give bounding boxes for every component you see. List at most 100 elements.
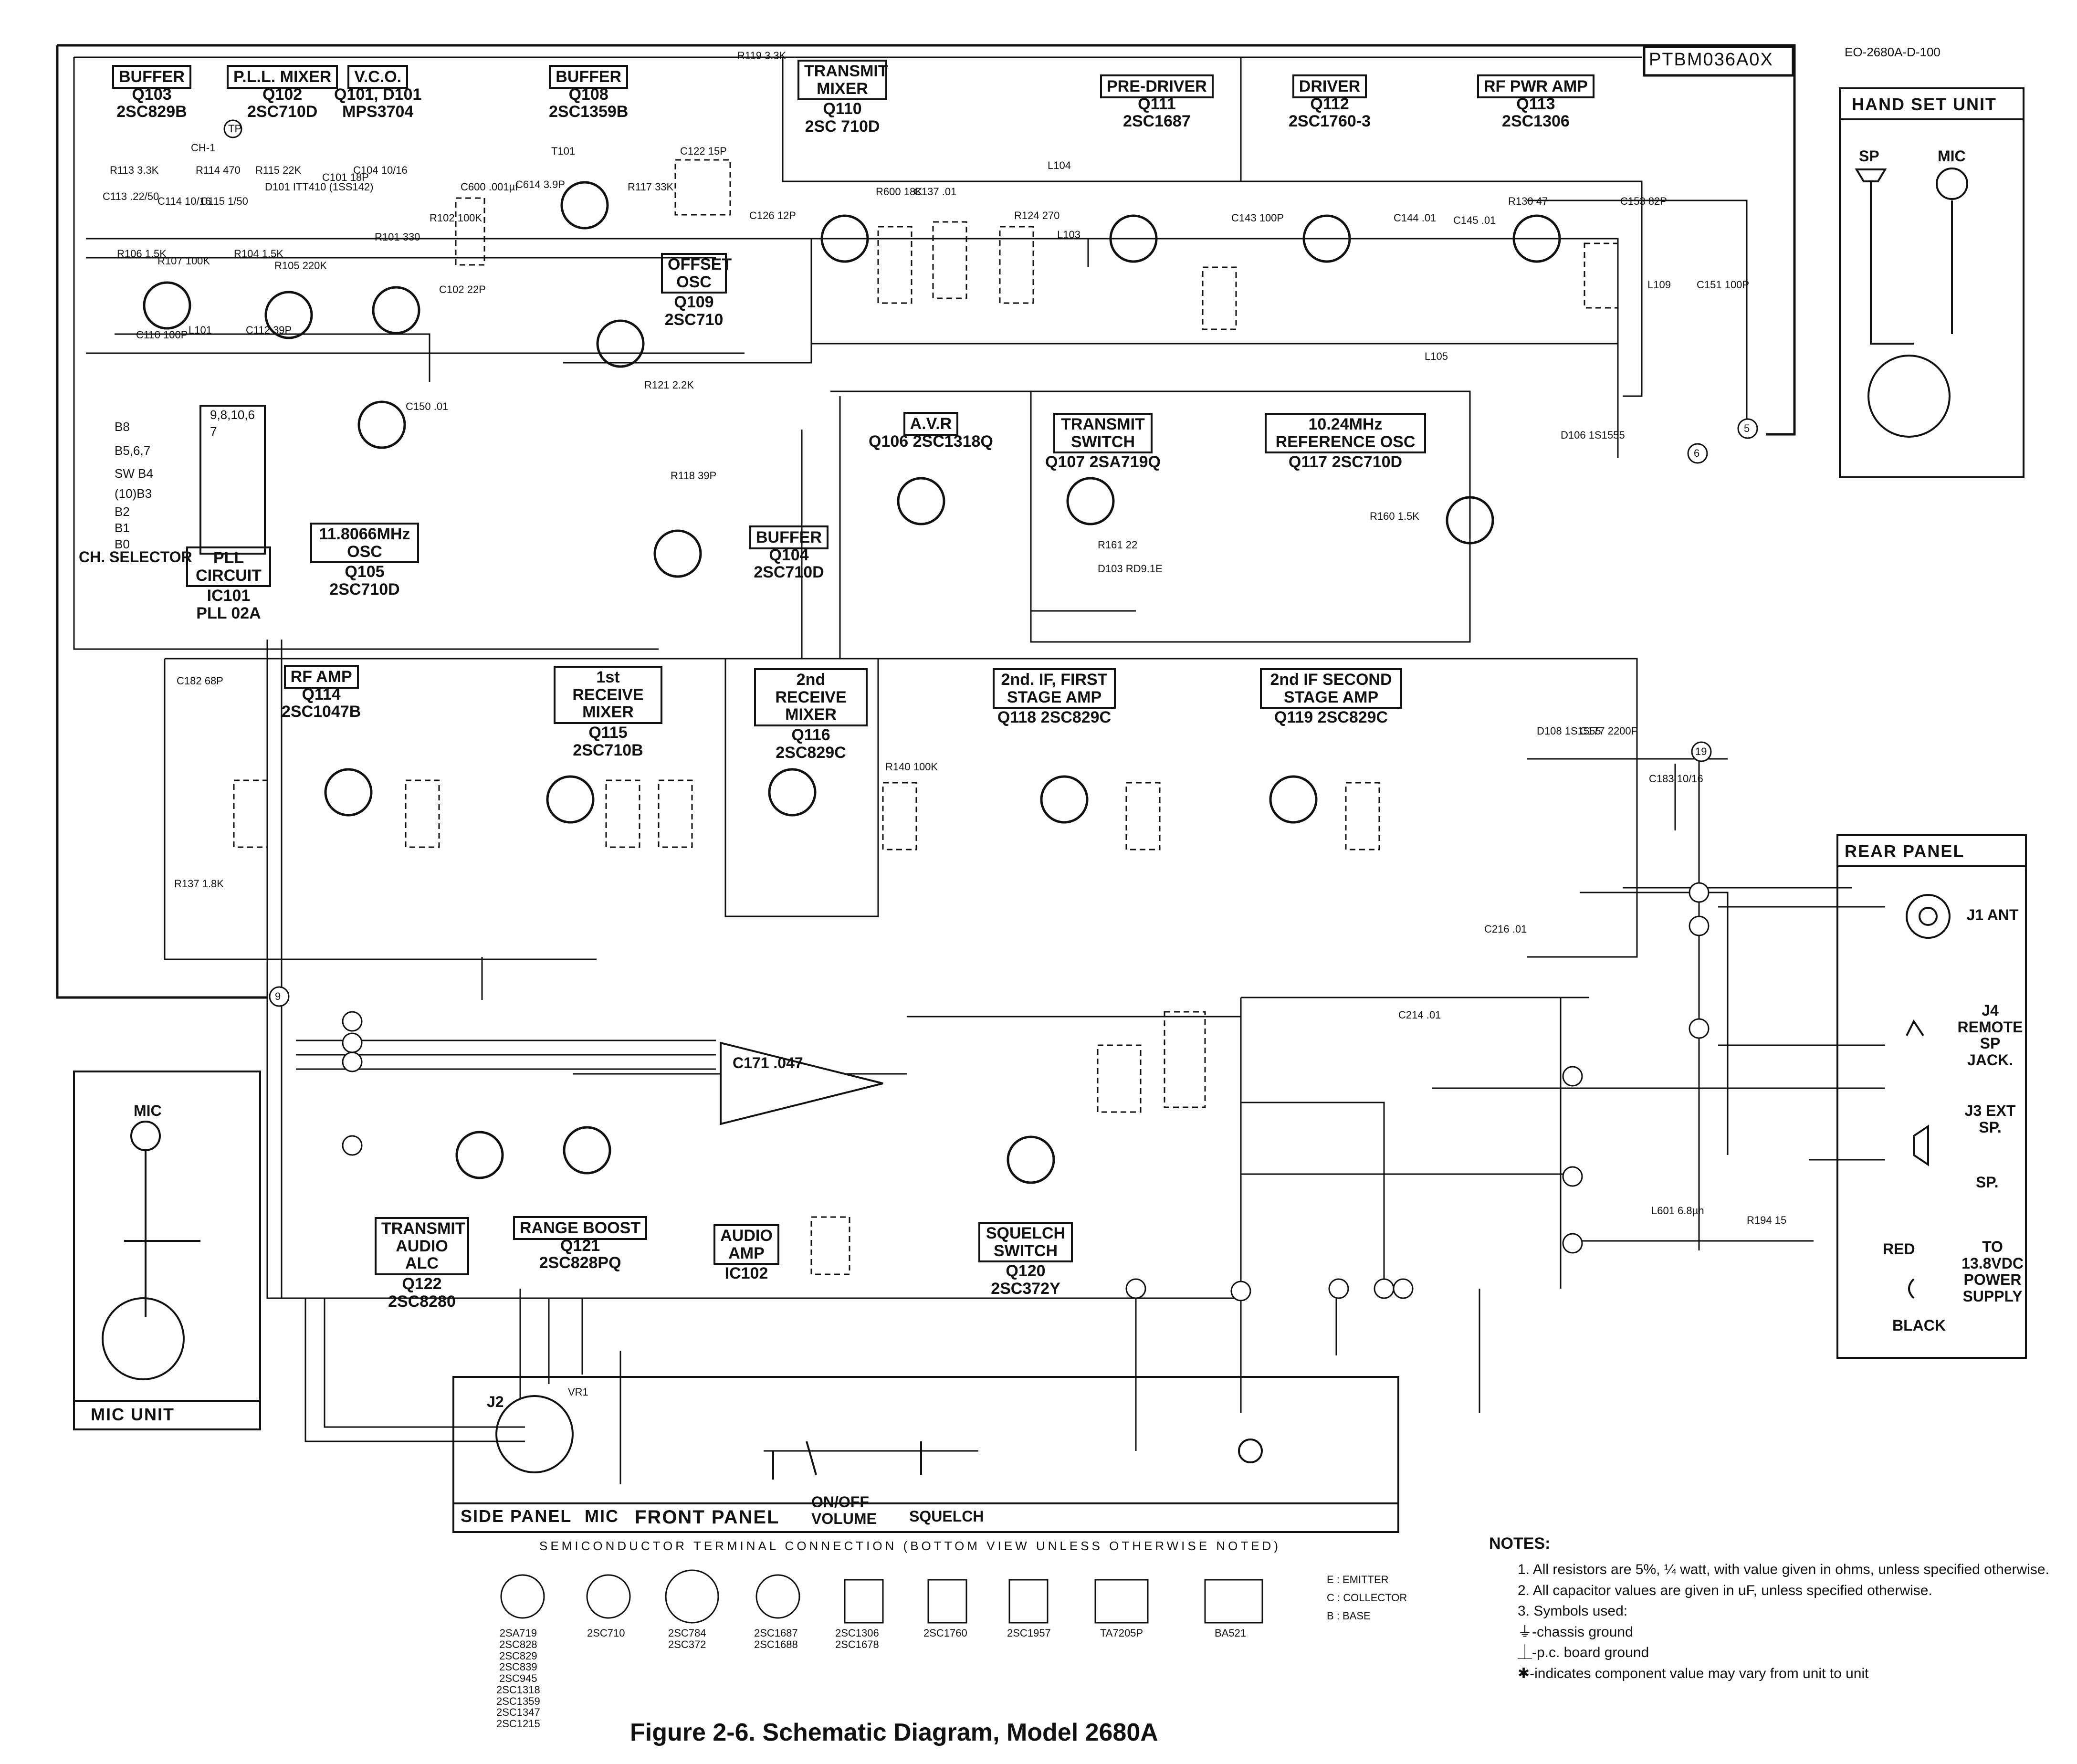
note-asterisk: -indicates component value may vary from…	[1530, 1665, 1869, 1681]
component-label: R101 330	[375, 231, 420, 243]
j1-ant-label: J1 ANT	[1966, 906, 2019, 924]
speaker-label: SP.	[1976, 1174, 1999, 1191]
component-label: D101 ITT410 (1SS142)	[265, 181, 374, 193]
transistor-q117	[1446, 496, 1494, 545]
stage-tx-audio-alc: TRANSMIT AUDIO ALC Q122 2SC8280	[375, 1217, 469, 1311]
stage-pll-mixer: P.L.L. MIXER Q102 2SC710D	[227, 65, 338, 121]
component-label: C143 100P	[1231, 212, 1284, 224]
transistor-q122	[455, 1131, 504, 1179]
transistor-q119	[1269, 775, 1318, 824]
transistor-q113	[1512, 214, 1561, 263]
j4-remote-sp-label: J4 REMOTE SP JACK.	[1957, 1002, 2023, 1069]
component-label: L104	[1048, 159, 1071, 171]
pll-pin-group-1: 9,8,10,6	[210, 408, 255, 422]
note-2: 2. All capacitor values are given in uF,…	[1518, 1582, 1932, 1598]
legend-emitter: E : EMITTER	[1327, 1574, 1389, 1586]
transistor-q103	[143, 281, 191, 330]
transistor-symbols	[143, 181, 1561, 1184]
ch-selector-pin-b2: B2	[115, 504, 130, 519]
component-label: R194 15	[1747, 1214, 1787, 1226]
component-label: VR1	[568, 1386, 588, 1398]
package-legend-parts-1: 2SA719 2SC828 2SC829 2SC839 2SC945 2SC13…	[496, 1627, 540, 1730]
note-1: 1. All resistors are 5%, ¼ watt, with va…	[1518, 1562, 2049, 1578]
asterisk-icon: ✱	[1518, 1665, 1530, 1681]
component-label: L105	[1425, 350, 1448, 362]
transistor-q104	[653, 529, 702, 578]
transistor-q121	[563, 1126, 611, 1175]
stage-rx-mixer-1: 1st RECEIVE MIXER Q115 2SC710B	[554, 666, 662, 759]
stage-rf-pwr-amp: RF PWR AMP Q113 2SC1306	[1477, 74, 1594, 130]
component-label: C182 68P	[177, 675, 223, 687]
component-label: C177 2200P	[1580, 725, 1638, 737]
component-label: C216 .01	[1484, 923, 1527, 935]
package-legend-parts-9: BA521	[1215, 1627, 1247, 1639]
power-supply-label: TO 13.8VDC POWER SUPPLY	[1962, 1238, 2024, 1305]
note-symbol-row: ✱-indicates component value may vary fro…	[1489, 1663, 2052, 1684]
component-label: C114 10/16	[157, 195, 211, 207]
board-id: PTBM036A0X	[1649, 50, 1773, 70]
terminal-9: 9	[275, 990, 281, 1002]
transistor-q120	[1007, 1135, 1055, 1184]
terminal-5: 5	[1744, 422, 1750, 434]
front-panel-title: FRONT PANEL	[635, 1507, 780, 1528]
hand-set-unit-title: HAND SET UNIT	[1852, 94, 1997, 114]
transistor-q109	[596, 319, 645, 368]
terminal-tp: TP	[228, 123, 242, 135]
stage-rx-mixer-2: 2nd RECEIVE MIXER Q116 2SC829C	[754, 668, 868, 762]
transistor-q101	[372, 286, 420, 335]
component-label: C101 18P	[322, 171, 369, 183]
ch-selector-pin-b3: (10)B3	[115, 486, 152, 501]
component-label: R118 39P	[671, 470, 717, 482]
volume-label: ON/OFF VOLUME	[811, 1493, 877, 1527]
transformer-boxes	[233, 159, 1619, 1275]
component-label: L109	[1647, 279, 1671, 291]
stage-buffer-q104: BUFFER Q104 2SC710D	[749, 525, 829, 581]
component-label: C115 1/50	[200, 195, 248, 207]
note-symbol-row: ⏊-p.c. board ground	[1489, 1642, 2052, 1663]
j3-ext-sp-label: J3 EXT SP.	[1964, 1102, 2016, 1136]
transistor-q112	[1302, 214, 1351, 263]
component-label: C151 100P	[1697, 279, 1750, 291]
component-label: R113 3.3K	[110, 164, 159, 176]
stage-driver: DRIVER Q112 2SC1760-3	[1289, 74, 1371, 130]
transistor-q114	[324, 768, 373, 817]
ch-selector-pin-b567: B5,6,7	[115, 443, 151, 458]
transistor-q106	[897, 477, 945, 525]
component-label: R137 1.8K	[174, 878, 224, 890]
component-label: R160 1.5K	[1370, 510, 1419, 522]
ch-selector-pin-b8: B8	[115, 420, 130, 434]
component-label: C104 10/16	[353, 164, 408, 176]
component-label: D106 1S1555	[1561, 429, 1625, 441]
notes-heading: NOTES:	[1489, 1534, 1551, 1553]
terminal-ch1: CH-1	[191, 142, 216, 154]
hand-set-unit-box	[1839, 87, 2025, 478]
package-legend-parts-6: 2SC1760	[923, 1627, 967, 1639]
component-label: R130 47	[1508, 195, 1548, 207]
component-label: C126 12P	[749, 210, 796, 221]
component-label: C112 39P	[246, 324, 292, 336]
stage-rf-amp: RF AMP Q114 2SC1047B	[282, 665, 361, 721]
squelch-label: SQUELCH	[909, 1508, 984, 1525]
component-label: R140 100K	[885, 761, 938, 773]
transistor-q118	[1040, 775, 1089, 824]
ch-selector-pin-b4: SW B4	[115, 466, 153, 481]
stage-buffer-q103: BUFFER Q103 2SC829B	[112, 65, 191, 121]
j2-label: J2	[487, 1393, 504, 1410]
note-pcb: -p.c. board ground	[1532, 1645, 1649, 1661]
component-label: C153 82P	[1620, 195, 1667, 207]
mic-unit-box	[73, 1071, 261, 1430]
terminal-19: 19	[1695, 746, 1707, 757]
ch-selector-label: CH. SELECTOR	[79, 548, 192, 566]
transistor-q102	[264, 291, 313, 339]
stage-buffer-q108: BUFFER Q108 2SC1359B	[549, 65, 628, 121]
component-label: T101	[551, 145, 576, 157]
component-label: C183 10/16	[1649, 773, 1703, 785]
stage-avr: A.V.R Q106 2SC1318Q	[869, 412, 993, 450]
package-legend-parts-2: 2SC710	[587, 1627, 625, 1639]
component-label: D108 1S1555	[1537, 725, 1601, 737]
transistor-q111	[1109, 214, 1158, 263]
stage-offset-osc: OFFSET OSC Q109 2SC710	[661, 253, 732, 329]
transistor-q108	[560, 181, 609, 230]
terminal-6: 6	[1694, 447, 1700, 459]
